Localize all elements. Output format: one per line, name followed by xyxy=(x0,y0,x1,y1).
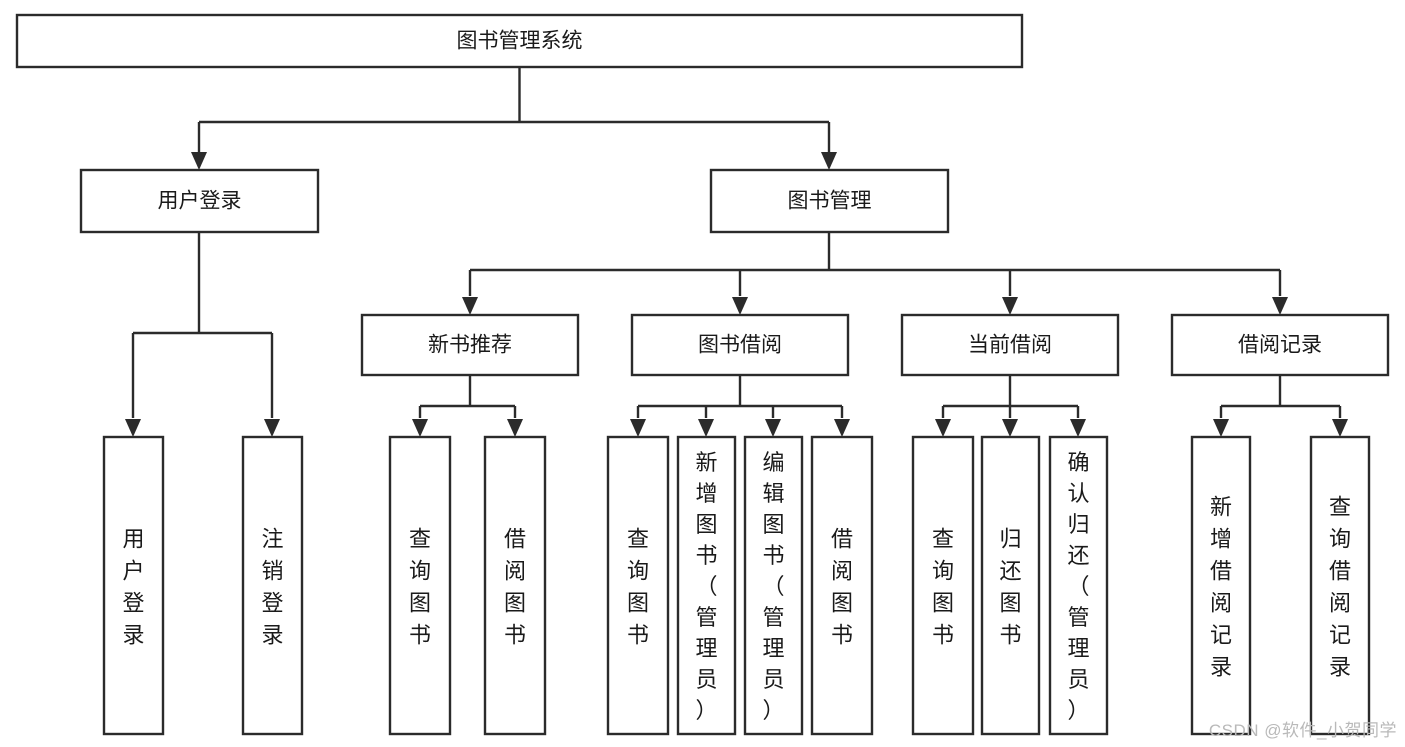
node-book-manage[interactable]: 图书管理 xyxy=(709,168,950,234)
node-leaf-borrow-book-1-label: 借阅图书 xyxy=(504,527,526,648)
connector-layer xyxy=(125,67,1348,437)
arrowhead-leaf-query-record xyxy=(1332,419,1348,437)
node-leaf-query-book-3[interactable]: 查询图书 xyxy=(911,435,975,736)
node-book-borrow-label: 图书借阅 xyxy=(698,334,782,357)
node-leaf-borrow-book-1[interactable]: 借阅图书 xyxy=(483,435,547,736)
node-leaf-user-login-label: 用户登录 xyxy=(122,527,144,648)
arrowhead-book-borrow xyxy=(732,297,748,315)
arrowhead-leaf-edit-book xyxy=(765,419,781,437)
node-new-book-recommend-label: 新书推荐 xyxy=(428,334,512,357)
node-leaf-logout[interactable]: 注销登录 xyxy=(241,435,304,736)
node-leaf-confirm-return-label: 确认归还（管理员） xyxy=(1067,450,1089,723)
node-current-borrow-box[interactable] xyxy=(900,313,1120,377)
node-leaf-borrow-book-2-box[interactable] xyxy=(810,435,874,736)
arrowhead-book-manage xyxy=(821,152,837,170)
node-borrow-record[interactable]: 借阅记录 xyxy=(1170,313,1390,377)
node-borrow-record-label: 借阅记录 xyxy=(1238,334,1322,357)
node-leaf-edit-book[interactable]: 编辑图书（管理员） xyxy=(743,435,804,736)
node-book-borrow[interactable]: 图书借阅 xyxy=(630,313,850,377)
arrowhead-new-book-recommend xyxy=(462,297,478,315)
node-leaf-query-book-3-box[interactable] xyxy=(911,435,975,736)
node-leaf-logout-label: 注销登录 xyxy=(261,527,283,648)
arrowhead-leaf-user-login xyxy=(125,419,141,437)
node-leaf-confirm-return[interactable]: 确认归还（管理员） xyxy=(1048,435,1109,736)
node-root[interactable]: 图书管理系统 xyxy=(15,13,1024,69)
arrowhead-leaf-logout xyxy=(264,419,280,437)
node-leaf-add-record-box[interactable] xyxy=(1190,435,1252,736)
node-leaf-query-record[interactable]: 查询借阅记录 xyxy=(1309,435,1371,736)
node-leaf-user-login[interactable]: 用户登录 xyxy=(102,435,165,736)
node-leaf-query-record-box[interactable] xyxy=(1309,435,1371,736)
arrowhead-leaf-add-book xyxy=(698,419,714,437)
node-leaf-add-book-box[interactable] xyxy=(676,435,737,736)
node-leaf-borrow-book-2[interactable]: 借阅图书 xyxy=(810,435,874,736)
node-leaf-return-book-label: 归还图书 xyxy=(999,527,1021,648)
node-leaf-query-record-label: 查询借阅记录 xyxy=(1329,495,1351,680)
node-leaf-query-book-1-label: 查询图书 xyxy=(409,527,431,648)
arrowhead-leaf-query-book-3 xyxy=(935,419,951,437)
arrowhead-current-borrow xyxy=(1002,297,1018,315)
node-current-borrow-label: 当前借阅 xyxy=(968,334,1052,357)
node-leaf-query-book-2[interactable]: 查询图书 xyxy=(606,435,670,736)
node-leaf-query-book-3-label: 查询图书 xyxy=(932,527,954,648)
node-leaf-query-book-2-label: 查询图书 xyxy=(627,527,649,648)
node-leaf-query-book-1[interactable]: 查询图书 xyxy=(388,435,452,736)
node-book-manage-label: 图书管理 xyxy=(788,190,872,213)
node-book-borrow-box[interactable] xyxy=(630,313,850,377)
node-root-label: 图书管理系统 xyxy=(457,30,583,53)
node-leaf-confirm-return-box[interactable] xyxy=(1048,435,1109,736)
node-leaf-edit-book-box[interactable] xyxy=(743,435,804,736)
node-user-login[interactable]: 用户登录 xyxy=(79,168,320,234)
arrowhead-leaf-confirm-return xyxy=(1070,419,1086,437)
node-leaf-add-record-label: 新增借阅记录 xyxy=(1210,495,1232,680)
node-user-login-label: 用户登录 xyxy=(158,190,242,213)
node-leaf-add-record[interactable]: 新增借阅记录 xyxy=(1190,435,1252,736)
node-leaf-query-book-2-box[interactable] xyxy=(606,435,670,736)
node-book-manage-box[interactable] xyxy=(709,168,950,234)
arrowhead-leaf-borrow-book-2 xyxy=(834,419,850,437)
node-leaf-add-book[interactable]: 新增图书（管理员） xyxy=(676,435,737,736)
node-current-borrow[interactable]: 当前借阅 xyxy=(900,313,1120,377)
arrowhead-leaf-return-book xyxy=(1002,419,1018,437)
arrowhead-leaf-query-book-2 xyxy=(630,419,646,437)
node-leaf-add-book-label: 新增图书（管理员） xyxy=(695,450,717,723)
node-leaf-return-book[interactable]: 归还图书 xyxy=(980,435,1041,736)
node-borrow-record-box[interactable] xyxy=(1170,313,1390,377)
csdn-watermark: CSDN @软件_小贺同学 xyxy=(1208,721,1397,740)
node-leaf-borrow-book-1-box[interactable] xyxy=(483,435,547,736)
node-leaf-edit-book-label: 编辑图书（管理员） xyxy=(762,450,784,723)
node-new-book-recommend-box[interactable] xyxy=(360,313,580,377)
arrowhead-leaf-query-book-1 xyxy=(412,419,428,437)
node-user-login-box[interactable] xyxy=(79,168,320,234)
arrowhead-borrow-record xyxy=(1272,297,1288,315)
node-root-box[interactable] xyxy=(15,13,1024,69)
node-new-book-recommend[interactable]: 新书推荐 xyxy=(360,313,580,377)
node-leaf-user-login-box[interactable] xyxy=(102,435,165,736)
arrowhead-user-login xyxy=(191,152,207,170)
arrowhead-leaf-borrow-book-1 xyxy=(507,419,523,437)
arrowhead-leaf-add-record xyxy=(1213,419,1229,437)
node-leaf-borrow-book-2-label: 借阅图书 xyxy=(831,527,853,648)
node-leaf-query-book-1-box[interactable] xyxy=(388,435,452,736)
node-leaf-return-book-box[interactable] xyxy=(980,435,1041,736)
node-leaf-logout-box[interactable] xyxy=(241,435,304,736)
